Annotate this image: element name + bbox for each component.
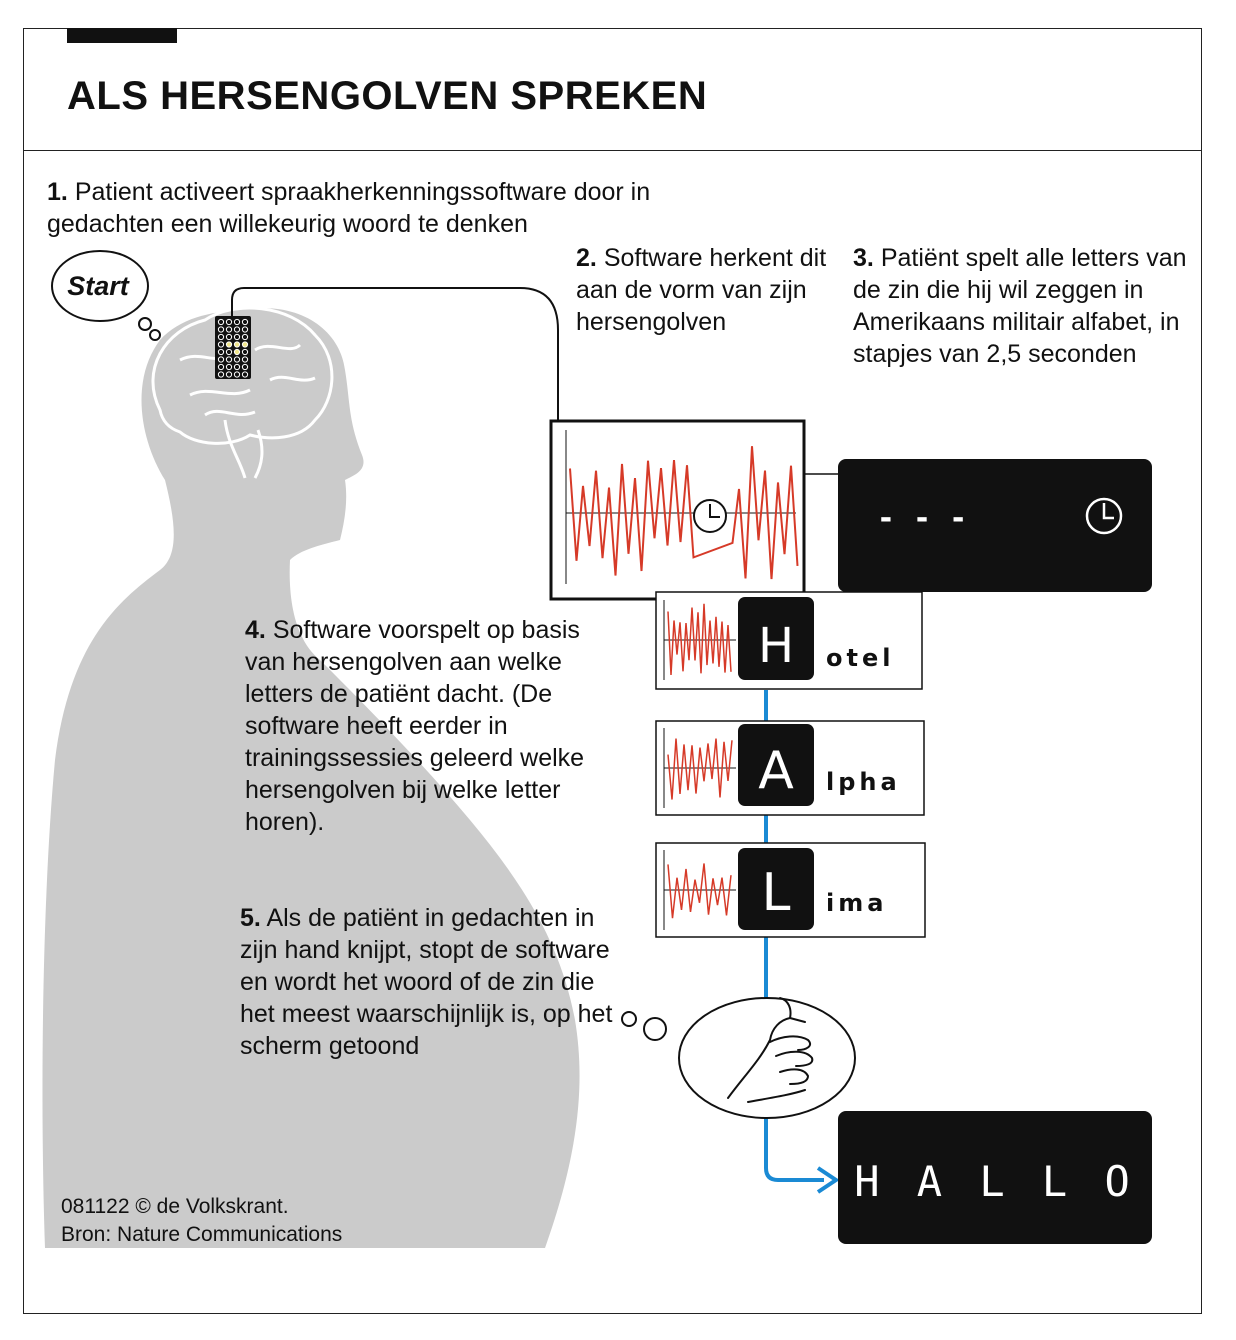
electrode-dot <box>241 356 249 363</box>
electrode-dot <box>225 341 233 348</box>
screen-clock-icon <box>1085 497 1123 535</box>
electrode-dot <box>241 371 249 378</box>
predicted-letter-a: A <box>758 741 794 801</box>
brain-icon <box>151 306 334 479</box>
electrode-dot <box>225 348 233 356</box>
start-bubble-text: Start <box>67 271 130 301</box>
brainwave-trace <box>569 446 799 580</box>
electrode-dot <box>217 333 225 341</box>
electrode-dot <box>217 348 225 356</box>
electrode-dot <box>225 371 233 378</box>
bubble-dot <box>149 329 161 341</box>
electrode-dot <box>217 356 225 363</box>
electrode-dot <box>241 318 249 326</box>
hand-bubble-dot <box>621 1011 637 1027</box>
title-divider <box>23 150 1202 151</box>
electrode-dot <box>225 356 233 363</box>
predicted-letter-h: H <box>758 618 794 674</box>
electrode-dot <box>217 341 225 348</box>
step-2: 2. Software herkent dit aan de vorm van … <box>576 244 827 336</box>
credit-line-1: 081122 © de Volkskrant. <box>61 1195 289 1218</box>
start-thought-bubble <box>51 250 149 322</box>
credit: 081122 © de Volkskrant. Bron: Nature Com… <box>61 1193 342 1249</box>
electrode-dot <box>233 318 241 326</box>
letter-wave-h <box>667 603 732 676</box>
person-silhouette <box>42 308 580 1248</box>
header-accent-bar <box>67 28 177 43</box>
electrode-dot <box>217 326 225 333</box>
word-rest-lima: ima <box>826 889 887 917</box>
electrode-dot <box>217 318 225 326</box>
electrode-dot <box>241 326 249 333</box>
screen-clock-hands <box>1102 503 1114 520</box>
electrode-dot <box>233 356 241 363</box>
step-5: 5. Als de patiënt in gedachten in zijn h… <box>240 904 613 1060</box>
electrode-dot <box>233 363 241 371</box>
electrode-dot <box>233 333 241 341</box>
step-1: 1. Patient activeert spraakherkenningsso… <box>47 178 651 238</box>
clock-hands <box>709 504 720 518</box>
word-rest-alpha: lpha <box>826 768 901 796</box>
blue-arrowhead <box>816 1166 840 1194</box>
infographic-frame <box>23 28 1202 1314</box>
electrode-dot <box>217 371 225 378</box>
letter-panel-lima: L ima <box>655 842 926 938</box>
electrode-dot <box>233 341 241 348</box>
blue-connector-line <box>764 690 824 1182</box>
electrode-dot <box>233 348 241 356</box>
electrode-dot <box>241 341 249 348</box>
spelling-screen <box>838 459 1152 592</box>
electrode-dot <box>233 326 241 333</box>
electrode-dot <box>225 363 233 371</box>
electrode-dot <box>233 371 241 378</box>
electrode-dot <box>241 348 249 356</box>
screen-placeholder: - - - <box>877 501 967 536</box>
electrode-dot <box>241 333 249 341</box>
infographic-title: ALS HERSENGOLVEN SPREKEN <box>67 74 708 118</box>
letter-panel-alpha: A lpha <box>655 720 925 816</box>
letter-wave-a <box>667 738 733 800</box>
electrode-dot <box>225 333 233 341</box>
hand-thought-bubble <box>678 997 856 1119</box>
result-screen <box>838 1111 1152 1244</box>
credit-line-2: Bron: Nature Communications <box>61 1223 343 1246</box>
electrode-dot <box>225 318 233 326</box>
electrode-dot <box>225 326 233 333</box>
electrode-dot <box>241 363 249 371</box>
predicted-letter-l: L <box>762 863 791 923</box>
letter-wave-l <box>667 863 732 919</box>
result-word: H A L L O <box>854 1157 1136 1206</box>
squeezing-hand-icon <box>727 997 814 1103</box>
letter-panel-hotel: H otel <box>655 591 923 690</box>
bubble-dot <box>138 317 152 331</box>
hand-bubble-dot <box>643 1017 667 1041</box>
step-4: 4. Software voorspelt op basis van herse… <box>245 616 585 836</box>
word-rest-hotel: otel <box>826 644 894 672</box>
step-3: 3. Patiënt spelt alle letters van de zin… <box>853 244 1187 368</box>
electrode-array <box>215 316 251 379</box>
electrode-cable <box>231 287 559 420</box>
electrode-dot <box>217 363 225 371</box>
